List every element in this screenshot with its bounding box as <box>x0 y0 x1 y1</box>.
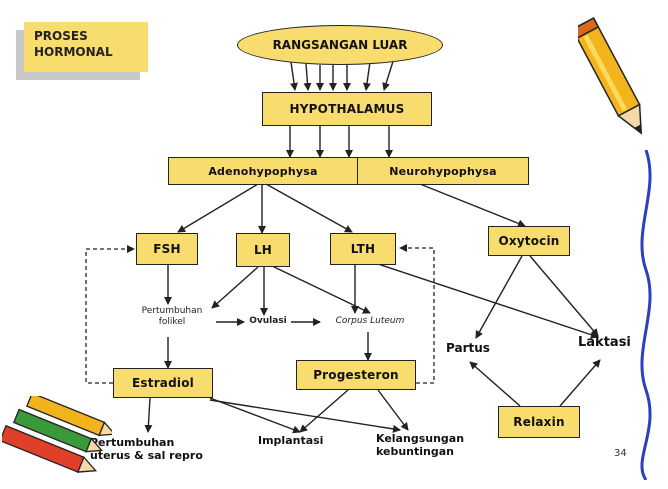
arrow-relaxin-laktasi <box>559 359 601 407</box>
arrow-lh-corpus <box>269 264 371 314</box>
relaxin-node: Relaxin <box>498 406 580 438</box>
fsh-node: FSH <box>136 233 198 265</box>
kelangsungan-line2: kebuntingan <box>376 445 455 458</box>
page-number: 34 <box>614 448 627 459</box>
arrow-progesteron-kelangsungan <box>377 389 409 431</box>
oxytocin-node: Oxytocin <box>488 226 570 256</box>
repro-line2: uterus & sal repro <box>90 449 203 462</box>
arrow-estradiol-repro <box>144 397 153 433</box>
lth-label: LTH <box>350 242 376 256</box>
lh-node: LH <box>236 233 290 267</box>
arrow-lth-laktasi <box>374 262 599 339</box>
ovulasi-label: Ovulasi <box>249 316 287 326</box>
arrow-neuro-oxytocin <box>419 183 526 228</box>
adenohypophysa-label: Adenohypophysa <box>208 164 318 178</box>
laktasi-text: Laktasi <box>578 336 631 349</box>
arrow-adeno-fsh <box>177 183 259 233</box>
arrow-relaxin-partus <box>469 361 521 407</box>
folikel-line1: Pertumbuhan <box>141 306 203 316</box>
ovulasi-text: Ovulasi <box>244 316 292 327</box>
pertumbuhan-repro-text: Pertumbuhan uterus & sal repro <box>90 436 203 462</box>
hypothalamus-node: HYPOTHALAMUS <box>262 92 432 126</box>
partus-label: Partus <box>446 341 490 355</box>
folikel-line2: folikel <box>158 317 186 327</box>
lh-label: LH <box>253 243 273 257</box>
arrow-oxytocin-partus <box>475 255 523 339</box>
arrow-estradiol-implantasi <box>209 397 301 434</box>
arrow-estradiol-kelangsungan <box>209 399 401 433</box>
adenohypophysa-node: Adenohypophysa <box>168 157 358 185</box>
corpus-luteum-label: Corpus Luteum <box>335 316 405 326</box>
implantasi-label: Implantasi <box>258 434 324 447</box>
estradiol-label: Estradiol <box>132 376 194 390</box>
hypothalamus-label: HYPOTHALAMUS <box>289 102 405 116</box>
arrow-oxytocin-laktasi <box>529 255 599 337</box>
partus-text: Partus <box>446 342 490 355</box>
arrow-lh-folikel <box>211 266 259 309</box>
lth-node: LTH <box>330 233 396 265</box>
laktasi-label: Laktasi <box>578 335 631 350</box>
corpus-luteum-text: Corpus Luteum <box>322 316 418 327</box>
kelangsungan-text: Kelangsungan kebuntingan <box>376 432 464 458</box>
progesteron-label: Progesteron <box>313 368 399 382</box>
kelangsungan-line1: Kelangsungan <box>376 432 465 445</box>
oxytocin-label: Oxytocin <box>498 234 560 248</box>
pencil-icon <box>578 17 643 135</box>
crayons-icon <box>2 396 112 473</box>
stimulus-node: RANGSANGAN LUAR <box>237 25 443 65</box>
arrow-adeno-lth <box>265 183 353 233</box>
progesteron-node: Progesteron <box>296 360 416 390</box>
repro-line1: Pertumbuhan <box>90 436 175 449</box>
pertumbuhan-folikel-text: Pertumbuhan folikel <box>126 306 218 328</box>
relaxin-label: Relaxin <box>513 415 565 429</box>
neurohypophysa-node: Neurohypophysa <box>357 157 529 185</box>
implantasi-text: Implantasi <box>258 434 323 447</box>
feedback-progesteron-lth <box>399 244 435 384</box>
fsh-label: FSH <box>153 242 181 256</box>
neurohypophysa-label: Neurohypophysa <box>389 164 497 178</box>
scroll-border <box>640 150 652 480</box>
arrow-progesteron-implantasi <box>299 389 349 433</box>
feedback-estradiol-fsh <box>85 245 135 384</box>
arrow-stimulus-2 <box>303 63 312 91</box>
arrow-stimulus-6 <box>363 61 371 91</box>
stimulus-label: RANGSANGAN LUAR <box>272 38 408 52</box>
estradiol-node: Estradiol <box>113 368 213 398</box>
